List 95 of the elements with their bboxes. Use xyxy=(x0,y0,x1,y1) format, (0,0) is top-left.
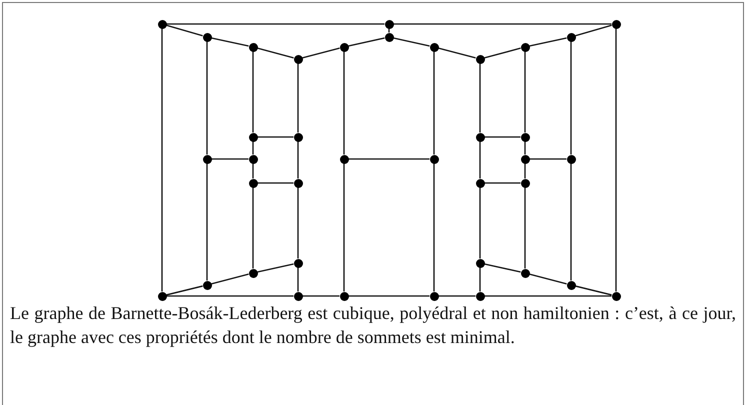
graph-edge xyxy=(484,48,521,58)
graph-edge xyxy=(252,188,254,268)
graph-edge xyxy=(206,42,208,154)
graph-edge xyxy=(484,263,521,273)
graph-edge xyxy=(575,285,612,296)
graph-edge xyxy=(529,37,567,47)
graph-edge xyxy=(530,158,566,160)
graph-edge xyxy=(479,188,481,258)
vertex-dot xyxy=(476,292,484,300)
vertex-dot xyxy=(294,292,302,300)
vertex-dot xyxy=(612,292,620,300)
vertex-dot xyxy=(476,132,484,142)
graph-edge xyxy=(524,164,526,178)
graph-edge xyxy=(258,182,294,184)
vertex-dot xyxy=(158,20,166,28)
graph-edge xyxy=(348,295,430,297)
vertex-dot xyxy=(202,280,212,290)
vertex-dot xyxy=(476,54,484,64)
graph-edge xyxy=(524,142,526,154)
vertex-dot xyxy=(340,42,348,52)
graph-edge xyxy=(484,295,612,297)
graph-edge xyxy=(257,263,294,273)
vertex-dot xyxy=(430,42,438,52)
graph-edge xyxy=(433,164,435,292)
graph-edge xyxy=(252,164,254,178)
graph-edge xyxy=(211,274,249,284)
vertex-dot xyxy=(430,292,438,300)
graph-edge xyxy=(302,48,340,58)
graph-edge xyxy=(393,37,430,47)
vertex-dot xyxy=(476,178,484,188)
graph-edge xyxy=(302,295,340,297)
graph-edge xyxy=(438,48,476,58)
vertex-dot xyxy=(294,54,302,64)
graph-edge xyxy=(211,37,249,47)
vertex-dot xyxy=(612,20,620,28)
graph-edge xyxy=(297,188,299,258)
vertex-dot xyxy=(248,268,258,278)
vertex-dot xyxy=(384,20,394,28)
graph-edge xyxy=(575,24,612,36)
vertex-dot xyxy=(566,280,576,290)
vertex-dot xyxy=(340,292,348,300)
graph-edge xyxy=(615,28,617,292)
graph-edge xyxy=(343,164,345,292)
graph-edge xyxy=(484,136,520,138)
graph-edge xyxy=(524,188,526,268)
graph-edge xyxy=(438,295,476,297)
graph-edge xyxy=(252,52,254,132)
vertex-dot xyxy=(566,32,576,42)
vertex-dot xyxy=(248,132,258,142)
vertex-dot xyxy=(520,268,530,278)
graph-edge xyxy=(479,64,481,132)
vertex-dot xyxy=(520,42,530,52)
vertex-dot xyxy=(202,32,212,42)
graph-edge xyxy=(529,274,567,284)
graph-edge xyxy=(297,142,299,178)
vertex-dot xyxy=(294,178,302,188)
vertex-dot xyxy=(294,258,302,268)
graph-edge xyxy=(166,23,384,25)
graph-edge xyxy=(479,268,481,292)
graph-edge xyxy=(212,158,248,160)
graph-edge xyxy=(570,42,572,154)
graph-edge xyxy=(484,182,520,184)
vertex-dot xyxy=(158,292,166,300)
graph-edge xyxy=(206,164,208,280)
vertex-dot xyxy=(202,154,212,164)
graph-edge xyxy=(166,24,203,36)
graph-edge xyxy=(570,164,572,280)
vertex-dot xyxy=(248,42,258,52)
graph-edge xyxy=(166,285,203,296)
graph-edge xyxy=(348,158,430,160)
graph-edge xyxy=(479,142,481,178)
graph-edge xyxy=(343,52,345,154)
vertex-dot xyxy=(520,154,530,164)
graph-edge xyxy=(257,48,294,58)
vertex-dot xyxy=(294,132,302,142)
graph-edge xyxy=(258,136,294,138)
graph-edge xyxy=(524,52,526,132)
vertex-dot xyxy=(340,154,348,164)
vertex-dot xyxy=(384,32,394,42)
vertex-dot xyxy=(520,178,530,188)
graph-edge xyxy=(252,142,254,154)
vertex-dot xyxy=(430,154,438,164)
vertex-dot xyxy=(248,154,258,164)
graph-edge xyxy=(348,37,385,47)
graph-edge xyxy=(166,295,294,297)
graph-edge xyxy=(161,28,163,292)
vertex-dot xyxy=(248,178,258,188)
caption: Le graphe de Barnette-Bosák-Lederberg est cubique, polyédral et non hamiltonien : c’est, à ce jour, le graphe avec ces propriétés dont le nombre de sommets est minimal. xyxy=(10,302,736,349)
graph-edge xyxy=(297,64,299,132)
vertex-dot xyxy=(476,258,484,268)
graph-edge xyxy=(394,23,612,25)
vertex-dot xyxy=(566,154,576,164)
vertex-dot xyxy=(520,132,530,142)
graph-edge xyxy=(297,268,299,292)
graph-edge xyxy=(433,52,435,154)
